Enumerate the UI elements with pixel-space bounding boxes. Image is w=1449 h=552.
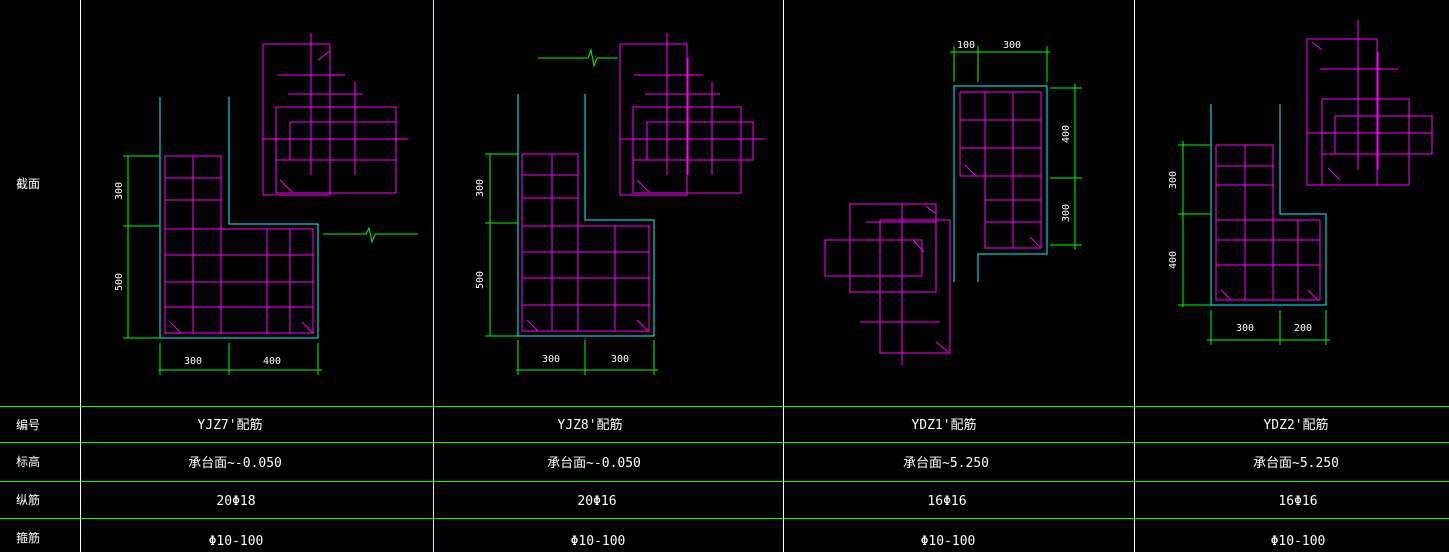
section-yjz8-dimensions [485,153,658,375]
section-ydz2-rebar [1215,20,1433,301]
section-yjz8-dim-h1: 300 [542,354,560,365]
col4-longitudinal: 16Φ16 [1278,494,1317,509]
section-yjz7-dim-h2: 400 [263,356,281,367]
section-ydz2-outline [1210,104,1327,306]
section-ydz2-dimensions [1178,141,1330,345]
row-label-stirrup: 箍筋 [16,530,40,545]
col4-elevation: 承台面~5.250 [1253,456,1339,471]
section-yjz8-dim-v2: 500 [475,271,486,289]
col3-elevation: 承台面~5.250 [903,456,989,471]
section-yjz8-dim-h2: 300 [611,354,629,365]
section-yjz8-dim-v1: 300 [475,179,486,197]
section-ydz1: 100 300 400 300 [824,40,1082,365]
section-yjz8-outline [517,94,655,337]
section-yjz7: 300 500 300 400 [114,33,418,375]
section-yjz7-dim-v2: 500 [114,273,125,291]
col1-id: YJZ7'配筋 [197,417,262,433]
col2-id: YJZ8'配筋 [557,417,622,433]
col3-id: YDZ1'配筋 [911,417,976,433]
section-yjz7-outline [159,97,319,339]
section-yjz7-dim-v1: 300 [114,182,125,200]
section-yjz7-dimensions [123,155,322,375]
col4-id: YDZ2'配筋 [1263,417,1328,433]
section-ydz2: 300 400 300 200 [1168,20,1433,345]
col3-longitudinal: 16Φ16 [927,494,966,509]
section-ydz2-dim-v1: 300 [1168,171,1179,189]
section-yjz7-dim-h1: 300 [184,356,202,367]
section-yjz7-break-line [323,226,418,244]
section-yjz8-break-line [538,48,618,68]
section-ydz1-dim-h2: 300 [1003,40,1021,51]
section-ydz2-dim-h1: 300 [1236,323,1254,334]
section-ydz1-dim-v2: 300 [1061,204,1072,222]
section-ydz2-dim-h2: 200 [1294,323,1312,334]
col1-elevation: 承台面~-0.050 [188,456,282,471]
row-labels: 截面 编号 标高 纵筋 箍筋 [16,177,40,545]
col1-stirrup: Φ10-100 [209,534,264,549]
section-yjz8: 300 500 300 300 [475,33,765,375]
section-ydz2-dim-v2: 400 [1168,251,1179,269]
col1-longitudinal: 20Φ18 [216,494,255,509]
section-ydz1-dim-v1: 400 [1061,125,1072,143]
section-yjz8-rebar [521,33,765,332]
section-ydz1-dimensions [950,46,1082,250]
col2-stirrup: Φ10-100 [571,534,626,549]
row-label-longitudinal: 纵筋 [16,492,40,507]
row-label-id: 编号 [16,417,40,432]
section-yjz7-rebar [164,33,408,334]
section-ydz1-outline [953,85,1048,282]
col2-longitudinal: 20Φ16 [577,494,616,509]
col3-stirrup: Φ10-100 [921,534,976,549]
col4-stirrup: Φ10-100 [1271,534,1326,549]
col2-elevation: 承台面~-0.050 [547,456,641,471]
row-label-elevation: 标高 [16,454,40,469]
section-ydz1-rebar [824,91,1042,365]
cell-texts: YJZ7'配筋 YJZ8'配筋 YDZ1'配筋 YDZ2'配筋 承台面~-0.0… [188,417,1339,549]
section-ydz1-dim-h1: 100 [957,40,975,51]
row-label-section: 截面 [16,177,40,191]
